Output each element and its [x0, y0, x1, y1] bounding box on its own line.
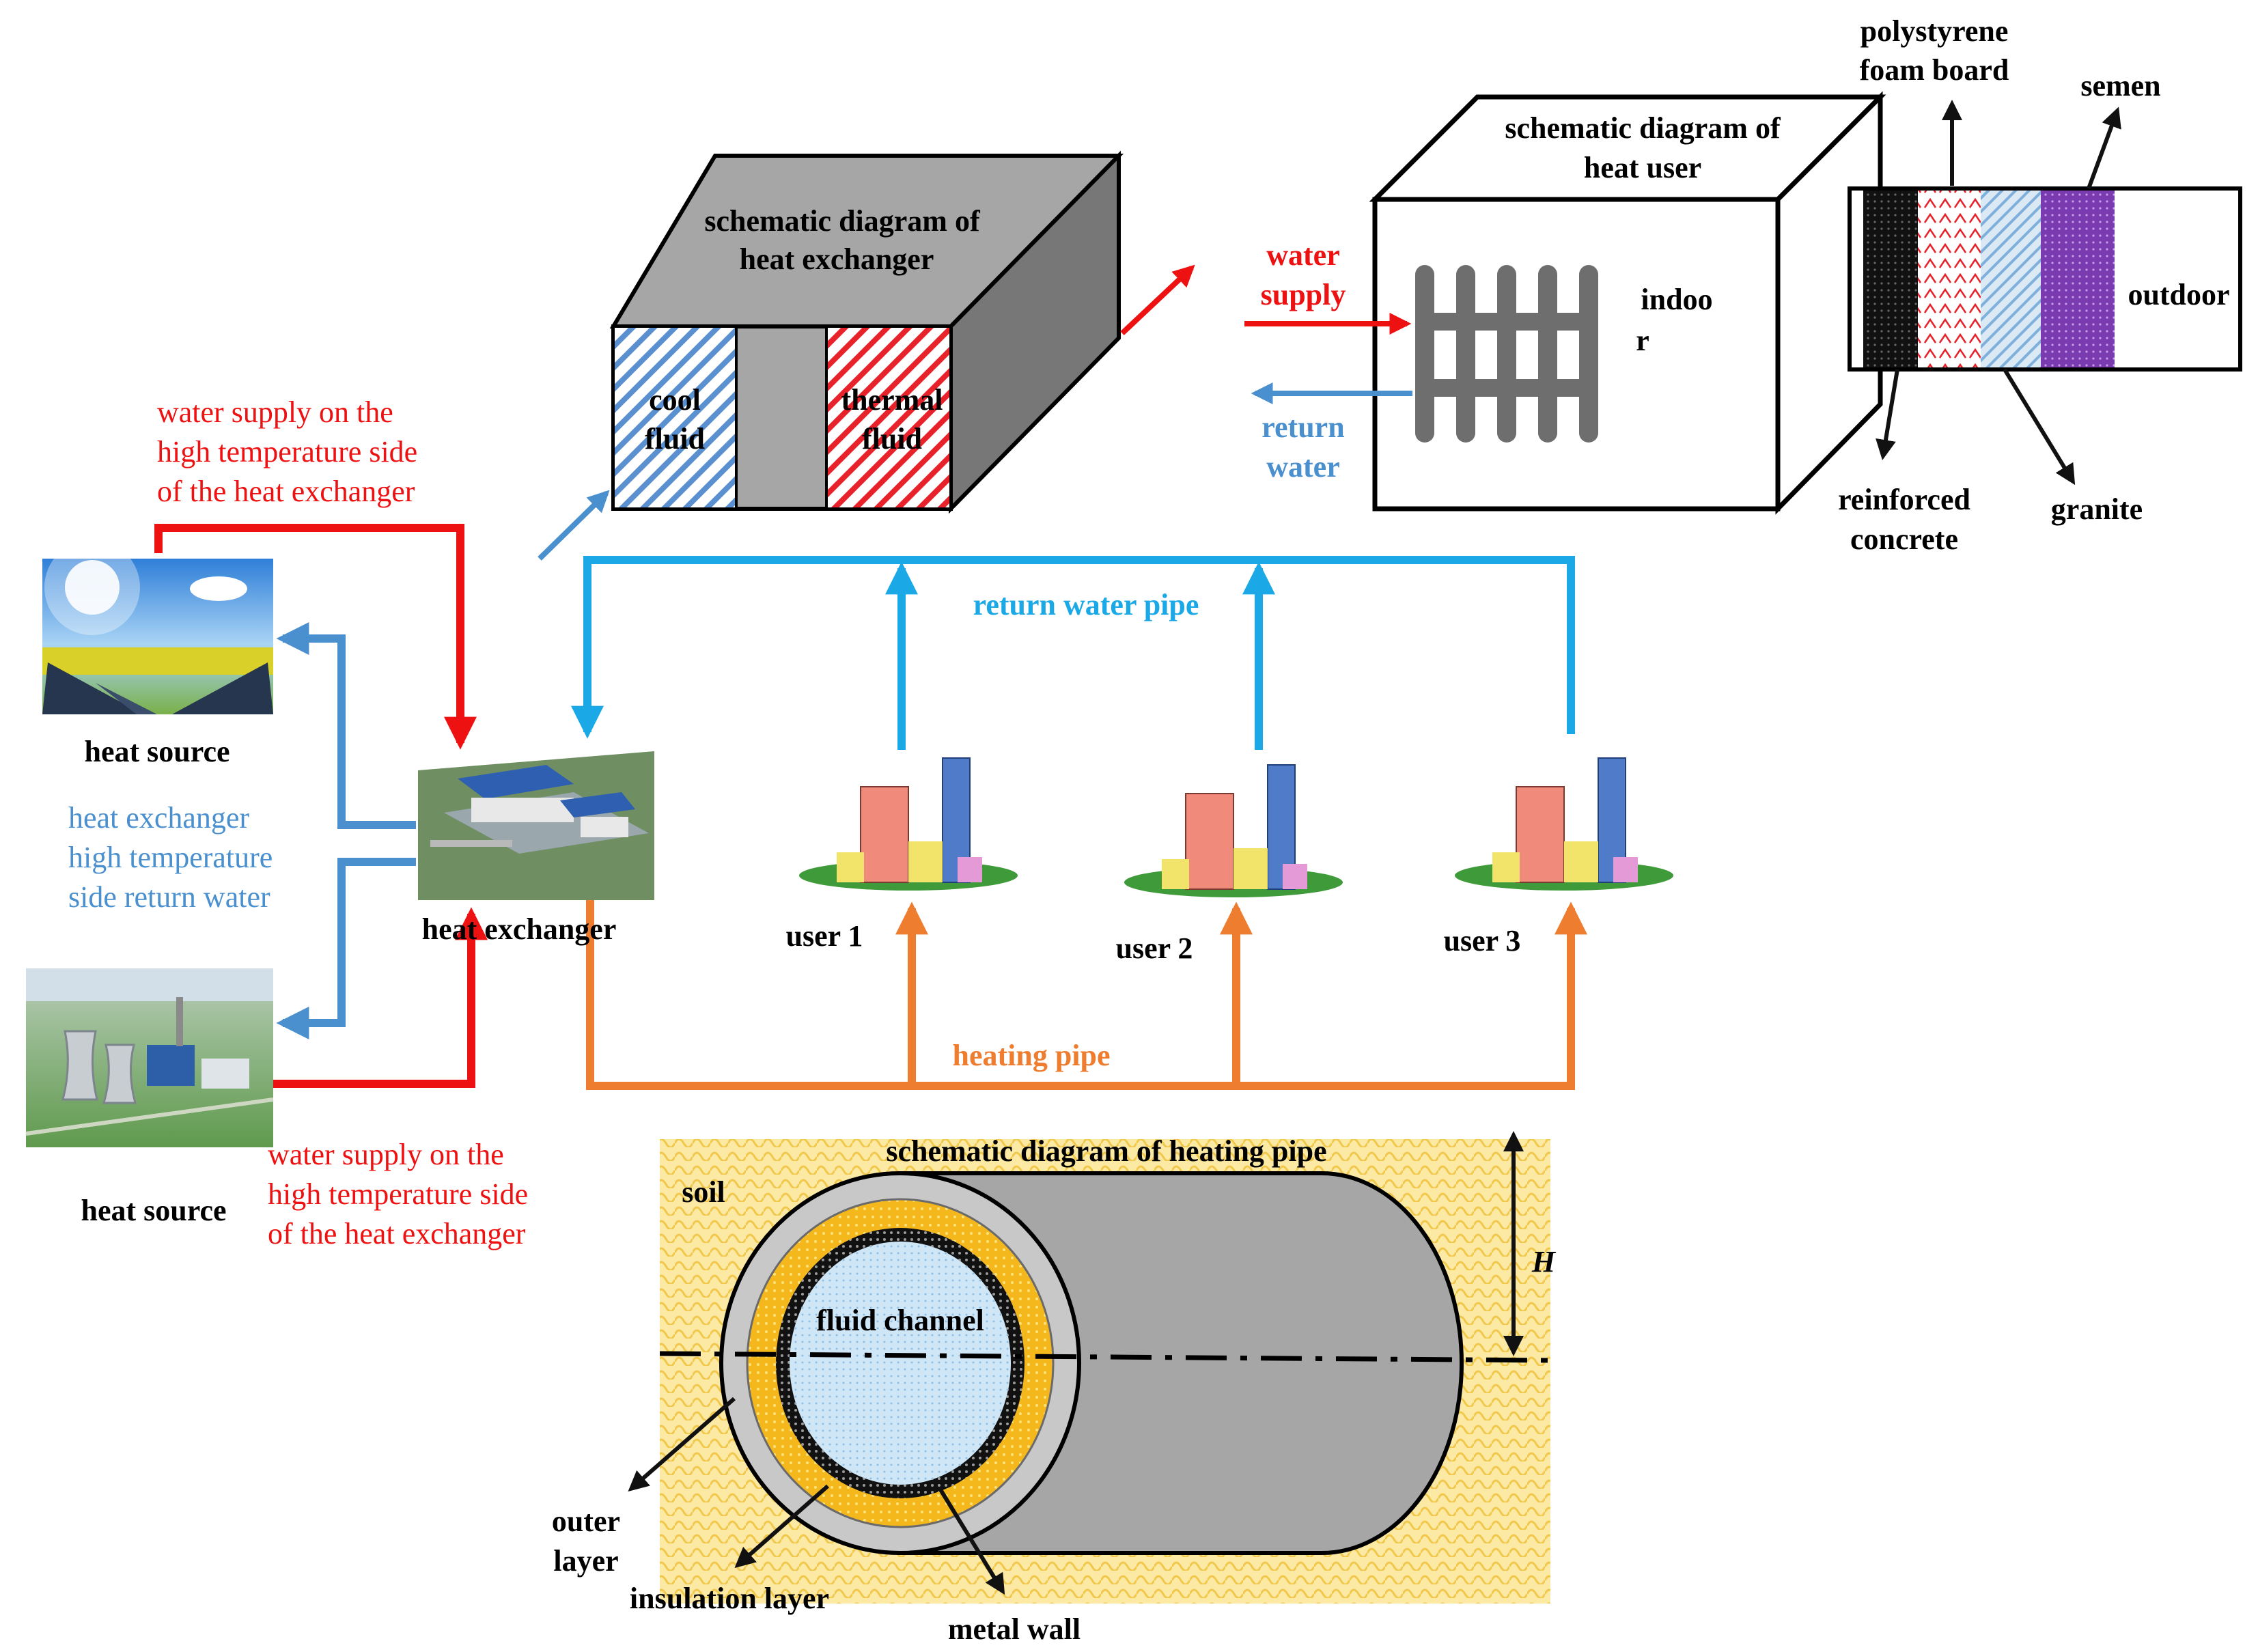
- supply-bottom-label-2: high temperature side: [268, 1177, 528, 1211]
- semen-label: semen: [2080, 69, 2160, 102]
- polystyrene-label-1: polystyrene: [1860, 14, 2009, 48]
- granite-layer: [1981, 188, 2041, 369]
- metal-wall-label: metal wall: [948, 1612, 1081, 1646]
- depth-label: H: [1531, 1245, 1557, 1278]
- water-supply-label-2: supply: [1261, 278, 1346, 311]
- radiator-icon: [1415, 265, 1598, 443]
- return-side-label-3: side return water: [68, 880, 270, 914]
- exchanger-title-2: heat exchanger: [740, 242, 934, 276]
- indoor-label-1: indoo: [1641, 283, 1712, 316]
- return-side-label-2: high temperature: [68, 841, 273, 874]
- outer-layer-pointer: [628, 1397, 736, 1492]
- user-1: user 1: [786, 757, 1018, 953]
- heat-exchanger-station: heat exchanger: [418, 751, 654, 946]
- sun-solar-panel-icon: [42, 540, 273, 714]
- indoor-label-2: r: [1636, 324, 1649, 357]
- exchanger-inlet-arrow: [538, 490, 610, 561]
- reinforced-label-1: reinforced: [1838, 483, 1970, 516]
- heating-pipe-schematic: schematic diagram of heating pipe soil H…: [552, 1131, 1557, 1646]
- supply-top-label-2: high temperature side: [157, 435, 417, 468]
- city-buildings-icon: [799, 757, 1018, 891]
- return-top-pipe: [276, 622, 416, 829]
- return-side-label-1: heat exchanger: [68, 801, 249, 835]
- supply-bottom-pipe: [273, 907, 488, 1088]
- power-plant-icon: [25, 968, 274, 1147]
- fluid-channel: [790, 1242, 1011, 1485]
- outdoor-label: outdoor: [2128, 278, 2229, 311]
- reinforced-pointer: [1876, 369, 1899, 460]
- granite-label: granite: [2051, 492, 2143, 526]
- network-pipes: [154, 524, 1587, 1090]
- polystyrene-foam-layer: [1918, 188, 1981, 369]
- exchanger-outlet-arrow: [1120, 264, 1195, 335]
- city-buildings-icon: [1124, 764, 1343, 897]
- thermal-fluid-chamber: [825, 325, 952, 510]
- user-3-label: user 3: [1444, 924, 1521, 957]
- user-1-label: user 1: [786, 919, 863, 953]
- return-water-pipe: [571, 556, 1575, 739]
- heat-user-schematic: schematic diagram of heat user indoo r w…: [1244, 91, 1886, 515]
- power-plant-heat-source: heat source: [25, 968, 274, 1227]
- cool-fluid-chamber: [612, 325, 738, 510]
- supply-bottom-label-3: of the heat exchanger: [268, 1217, 526, 1250]
- semen-layer: [2041, 188, 2115, 369]
- polystyrene-label-2: foam board: [1860, 53, 2009, 87]
- return-bottom-pipe: [276, 858, 416, 1039]
- reinforced-label-2: concrete: [1850, 522, 1958, 556]
- thermal-fluid-label-2: fluid: [862, 422, 922, 456]
- outer-layer-label-2: layer: [553, 1544, 618, 1578]
- heat-source-bottom-label: heat source: [81, 1194, 226, 1227]
- user-2: user 2: [1116, 764, 1343, 965]
- heating-pipe-label: heating pipe: [952, 1039, 1110, 1072]
- return-water-label-1: return: [1262, 410, 1344, 444]
- supply-bottom-label-1: water supply on the: [268, 1138, 504, 1171]
- heat-exchanger-label: heat exchanger: [422, 912, 617, 946]
- thermal-fluid-label-1: thermal: [841, 383, 943, 417]
- exchanger-title-1: schematic diagram of: [704, 204, 981, 238]
- wall-layers-schematic: polystyrene foam board semen outdoor rei…: [1838, 14, 2242, 556]
- semen-pointer: [2087, 107, 2121, 190]
- pipe-title: schematic diagram of heating pipe: [886, 1134, 1326, 1168]
- granite-pointer: [2003, 368, 2076, 486]
- heat-source-top-label: heat source: [84, 735, 229, 768]
- cool-fluid-label-1: cool: [649, 383, 701, 417]
- supply-top-pipe: [154, 524, 477, 750]
- supply-top-label-3: of the heat exchanger: [157, 475, 415, 508]
- insulation-pointer: [734, 1484, 829, 1568]
- cool-fluid-label-2: fluid: [645, 422, 705, 456]
- heat-exchanger-schematic: schematic diagram of heat exchanger cool…: [538, 150, 1195, 561]
- heating-pipe: [586, 888, 1587, 1090]
- supply-top-label-1: water supply on the: [157, 395, 393, 429]
- city-buildings-icon: [1455, 757, 1673, 891]
- water-supply-label-1: water: [1266, 238, 1340, 272]
- insulation-label: insulation layer: [630, 1582, 829, 1615]
- user-2-label: user 2: [1116, 932, 1193, 965]
- fluid-channel-label: fluid channel: [816, 1304, 984, 1337]
- reinforced-concrete-layer: [1863, 188, 1918, 369]
- outer-layer-label-1: outer: [552, 1504, 620, 1538]
- factory-building-icon: [418, 751, 654, 900]
- soil-label: soil: [682, 1175, 725, 1209]
- user-3: user 3: [1444, 757, 1673, 957]
- solar-heat-source: heat source: [42, 540, 273, 768]
- user-front-face: [1372, 197, 1781, 512]
- user-title-2: heat user: [1584, 151, 1701, 184]
- return-water-label-2: water: [1266, 450, 1340, 484]
- user-title-1: schematic diagram of: [1505, 111, 1781, 145]
- metal-wall-pointer: [937, 1486, 1005, 1595]
- return-water-pipe-label: return water pipe: [973, 588, 1199, 621]
